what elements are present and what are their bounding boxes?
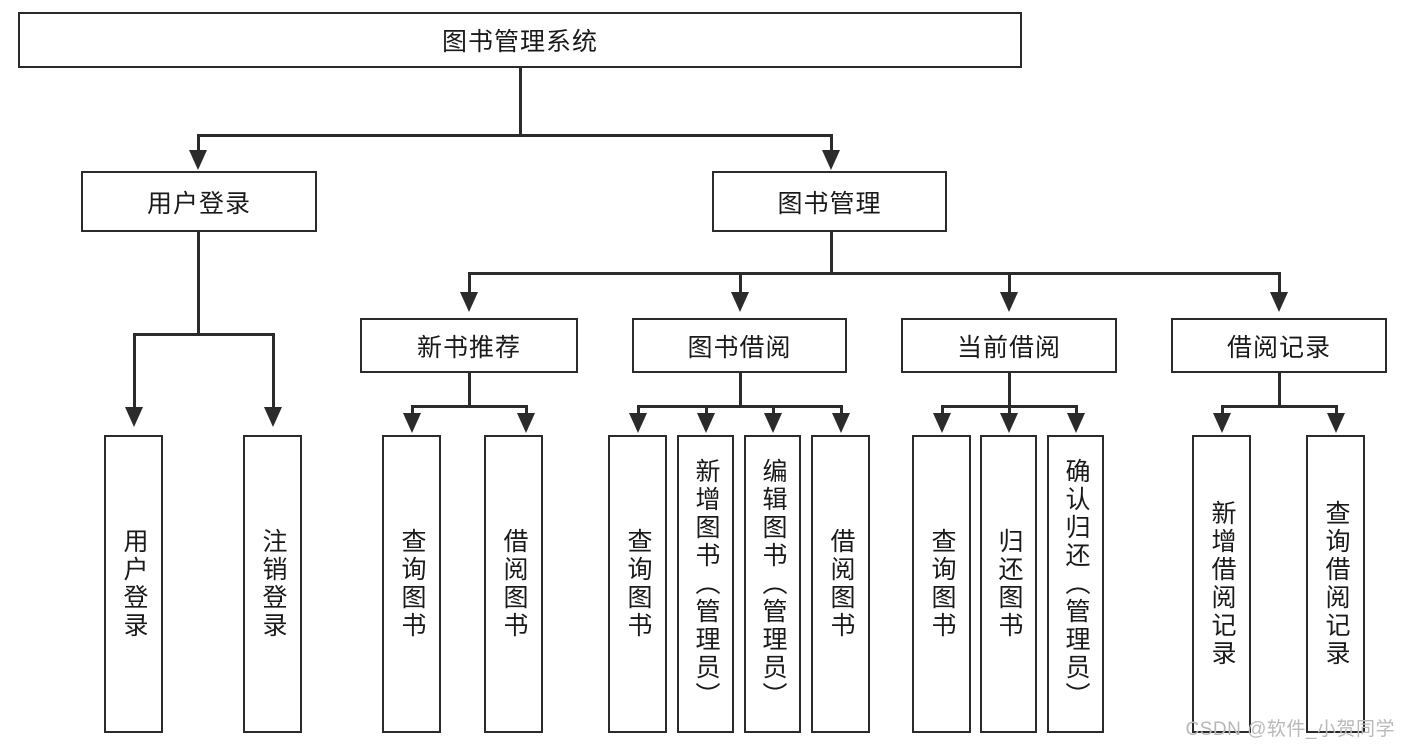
node-label: 查询图书 (398, 528, 426, 640)
connector-root-stem (519, 68, 522, 136)
node-root-book-management-system[interactable]: 图书管理系统 (18, 12, 1022, 68)
leaf-borrow-record-query-record[interactable]: 查询借阅记录 (1306, 435, 1365, 733)
connector-user-login-stem (197, 232, 200, 336)
node-label: 借阅记录 (1226, 333, 1331, 362)
connector-root-to-book-management (830, 134, 833, 152)
leaf-user-login-logout[interactable]: 注销登录 (243, 435, 302, 733)
connector-new-book-recommend-branch-2 (525, 405, 528, 417)
node-label: 当前借阅 (956, 333, 1061, 362)
node-label: 编辑图书（管理员） (759, 458, 787, 710)
connector-user-login-bar (133, 333, 275, 336)
node-label: 借阅图书 (500, 528, 528, 640)
connector-current-borrow-branch-3 (1075, 405, 1078, 417)
leaf-book-borrow-add-book-admin[interactable]: 新增图书（管理员） (677, 435, 734, 733)
arrowhead-book-management-child-3 (1000, 292, 1018, 312)
connector-current-borrow-branch-2 (1008, 405, 1011, 417)
connector-user-login-branch-1 (133, 333, 136, 409)
connector-book-management-stem (830, 232, 833, 275)
connector-book-borrow-branch-3 (772, 405, 775, 417)
arrowhead-root-to-book-management (822, 150, 840, 170)
leaf-current-borrow-confirm-return-admin[interactable]: 确认归还（管理员） (1047, 435, 1104, 733)
arrowhead-current-borrow-leaf-3 (1067, 413, 1085, 433)
node-label: 借阅图书 (827, 528, 855, 640)
connector-book-management-branch-4 (1278, 272, 1281, 294)
connector-book-borrow-branch-1 (637, 405, 640, 417)
connector-current-borrow-branch-1 (941, 405, 944, 417)
arrowhead-current-borrow-leaf-1 (933, 413, 951, 433)
connector-book-borrow-bar (637, 405, 841, 408)
connector-book-management-branch-2 (739, 272, 742, 294)
connector-book-management-bar (468, 272, 1278, 275)
arrowhead-current-borrow-leaf-2 (1000, 413, 1018, 433)
node-label: 用户登录 (120, 528, 148, 640)
node-label: 图书管理 (777, 189, 882, 218)
connector-book-borrow-branch-2 (705, 405, 708, 417)
connector-root-to-user-login (197, 134, 200, 152)
arrowhead-book-borrow-leaf-4 (832, 413, 850, 433)
arrowhead-book-borrow-leaf-3 (764, 413, 782, 433)
node-label: 新增图书（管理员） (692, 458, 720, 710)
connector-book-management-branch-3 (1008, 272, 1011, 294)
node-label: 查询图书 (624, 528, 652, 640)
arrowhead-book-borrow-leaf-1 (629, 413, 647, 433)
node-label: 图书管理系统 (441, 28, 598, 56)
connector-new-book-recommend-bar (411, 405, 525, 408)
leaf-new-book-recommend-query-book[interactable]: 查询图书 (382, 435, 441, 733)
connector-root-bar (197, 134, 833, 137)
arrowhead-book-management-child-4 (1270, 292, 1288, 312)
node-book-borrow[interactable]: 图书借阅 (632, 318, 847, 373)
node-label: 新增借阅记录 (1208, 500, 1236, 668)
arrowhead-borrow-record-leaf-2 (1327, 413, 1345, 433)
connector-new-book-recommend-stem (468, 373, 471, 407)
arrowhead-book-borrow-leaf-2 (697, 413, 715, 433)
leaf-user-login-login[interactable]: 用户登录 (104, 435, 163, 733)
connector-book-management-branch-1 (468, 272, 471, 294)
connector-borrow-record-branch-1 (1221, 405, 1224, 417)
connector-borrow-record-bar (1221, 405, 1335, 408)
csdn-watermark: CSDN @软件_小贺同学 (1185, 719, 1395, 740)
leaf-book-borrow-query-book[interactable]: 查询图书 (608, 435, 667, 733)
node-label: 确认归还（管理员） (1062, 458, 1090, 710)
node-label: 查询图书 (928, 528, 956, 640)
connector-borrow-record-branch-2 (1335, 405, 1338, 417)
node-label: 用户登录 (146, 189, 251, 218)
node-label: 新书推荐 (416, 333, 521, 362)
arrowhead-book-management-child-2 (731, 292, 749, 312)
arrowhead-user-login-leaf-2 (264, 407, 282, 427)
node-label: 归还图书 (995, 528, 1023, 640)
connector-user-login-branch-2 (272, 333, 275, 409)
arrowhead-new-book-recommend-leaf-1 (403, 413, 421, 433)
connector-new-book-recommend-branch-1 (411, 405, 414, 417)
leaf-current-borrow-query-book[interactable]: 查询图书 (912, 435, 971, 733)
connector-borrow-record-stem (1278, 373, 1281, 407)
arrowhead-new-book-recommend-leaf-2 (517, 413, 535, 433)
connector-book-borrow-stem (739, 373, 742, 407)
arrowhead-user-login-leaf-1 (125, 407, 143, 427)
leaf-borrow-record-add-record[interactable]: 新增借阅记录 (1192, 435, 1251, 733)
leaf-book-borrow-borrow-book[interactable]: 借阅图书 (811, 435, 870, 733)
connector-book-borrow-branch-4 (840, 405, 843, 417)
arrowhead-book-management-child-1 (460, 292, 478, 312)
connector-current-borrow-stem (1008, 373, 1011, 407)
arrowhead-root-to-user-login (189, 150, 207, 170)
leaf-new-book-recommend-borrow-book[interactable]: 借阅图书 (484, 435, 543, 733)
node-book-management[interactable]: 图书管理 (712, 171, 947, 232)
node-borrow-record[interactable]: 借阅记录 (1171, 318, 1387, 373)
node-new-book-recommend[interactable]: 新书推荐 (360, 318, 578, 373)
node-label: 注销登录 (259, 528, 287, 640)
node-user-login[interactable]: 用户登录 (81, 171, 317, 232)
node-current-borrow[interactable]: 当前借阅 (901, 318, 1117, 373)
node-label: 查询借阅记录 (1322, 500, 1350, 668)
leaf-current-borrow-return-book[interactable]: 归还图书 (980, 435, 1037, 733)
leaf-book-borrow-edit-book-admin[interactable]: 编辑图书（管理员） (744, 435, 801, 733)
arrowhead-borrow-record-leaf-1 (1213, 413, 1231, 433)
node-label: 图书借阅 (687, 333, 792, 362)
